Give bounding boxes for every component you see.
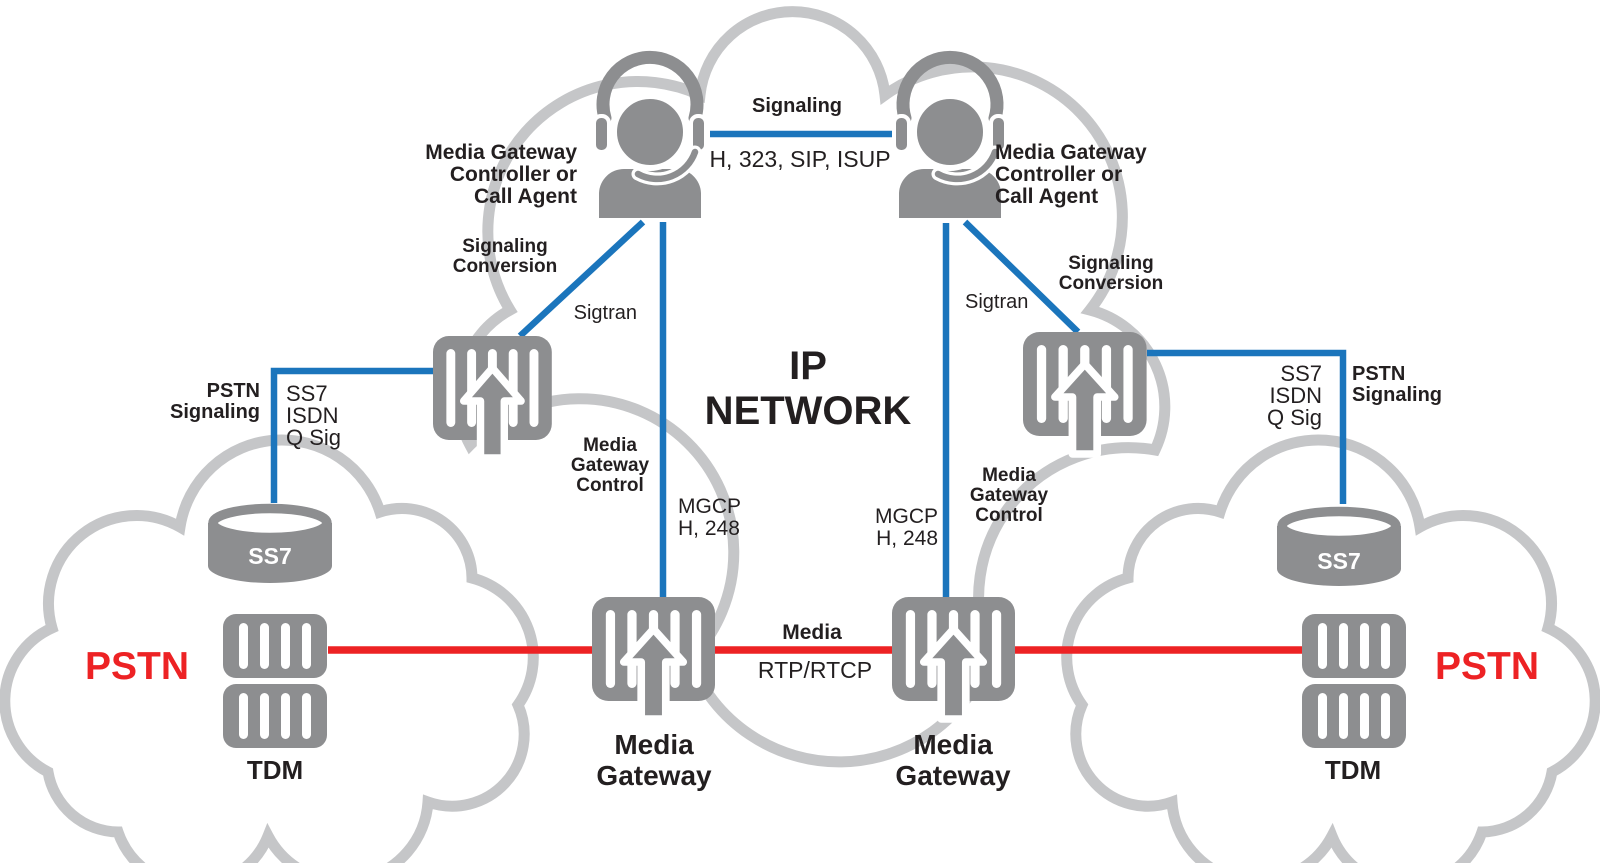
media-link-label: Media <box>782 621 842 644</box>
media-link-protocols: RTP/RTCP <box>757 657 873 683</box>
pstn-label-left: PSTN <box>84 645 190 688</box>
pstn-protocols-label-left: SS7 ISDN Q Sig <box>286 381 342 450</box>
sigtran-label-right: Sigtran <box>965 291 1029 313</box>
ip-network-label: IP NETWORK <box>704 344 912 433</box>
pstn-signaling-label-left: PSTN Signaling <box>170 380 260 423</box>
pstn-signaling-label-right: PSTN Signaling <box>1352 363 1442 406</box>
controller-label-left: Media Gateway Controller or Call Agent <box>425 141 577 208</box>
mgcp-label-right: MGCP H, 248 <box>875 505 938 550</box>
media-gateway-icon-left <box>592 597 715 719</box>
controller-label-right: Media Gateway Controller or Call Agent <box>995 141 1147 208</box>
media-gateway-label-right: Media Gateway <box>895 729 1011 791</box>
signaling-gateway-icon-left <box>433 336 552 458</box>
mgcp-label-left: MGCP H, 248 <box>678 495 741 540</box>
media-gateway-icon-right <box>892 597 1015 719</box>
pstn-protocols-label-right: SS7 ISDN Q Sig <box>1266 361 1322 430</box>
signaling-link-label: Signaling <box>752 95 842 117</box>
signaling-link-protocols: H, 323, SIP, ISUP <box>709 146 891 172</box>
pstn-label-right: PSTN <box>1434 645 1540 688</box>
media-gateway-control-label-right: Media Gateway Control <box>969 465 1049 526</box>
media-gateway-label-left: Media Gateway <box>596 729 712 791</box>
signaling-gateway-icon-right <box>1023 332 1147 454</box>
ss7-label-left: SS7 <box>248 543 292 569</box>
signaling-conversion-label-right: Signaling Conversion <box>1058 253 1164 294</box>
sigtran-label-left: Sigtran <box>573 302 637 324</box>
sigtran-line-right <box>962 219 1081 335</box>
pstn-signaling-line-right <box>1147 349 1347 504</box>
signaling-conversion-label-left: Signaling Conversion <box>452 236 558 277</box>
pstn-signaling-line-left <box>270 367 433 503</box>
tdm-label-left: TDM <box>246 755 304 785</box>
tdm-label-right: TDM <box>1324 755 1382 785</box>
sigtran-line-left <box>517 219 646 339</box>
media-gateway-control-label-left: Media Gateway Control <box>570 435 650 496</box>
ss7-label-right: SS7 <box>1317 548 1361 574</box>
